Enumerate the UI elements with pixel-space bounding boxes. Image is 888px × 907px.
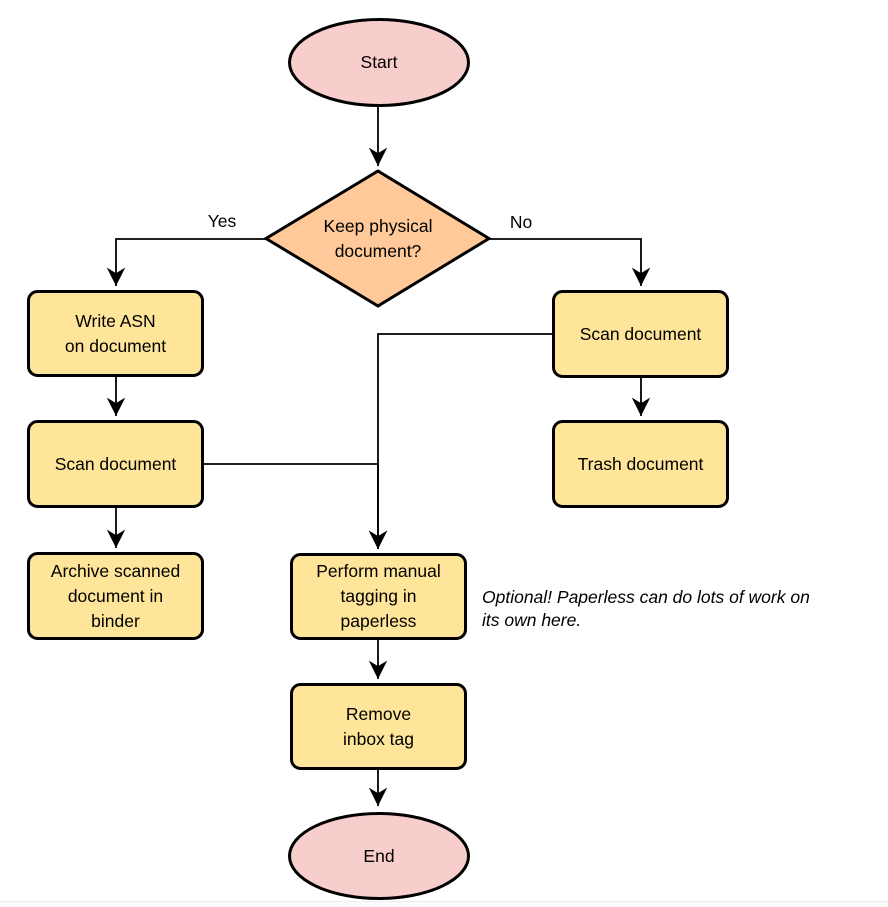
no-edge-label: No xyxy=(509,211,533,232)
decision-label: Keep physical document? xyxy=(323,215,433,261)
write-asn-label: Write ASN on document xyxy=(64,310,167,356)
scan-document-left-box xyxy=(27,420,204,508)
end-ellipse xyxy=(288,812,470,900)
scan-document-right-label: Scan document xyxy=(579,323,702,344)
end-label: End xyxy=(363,845,395,866)
optional-note: Optional! Paperless can do lots of work … xyxy=(482,587,810,630)
edge-scan-right-to-tagging xyxy=(368,333,553,549)
start-label: Start xyxy=(360,52,398,72)
edge-scan-left-to-tagging xyxy=(204,463,388,549)
scan-document-left-label: Scan document xyxy=(54,453,177,474)
decision-diamond xyxy=(263,169,492,308)
write-asn-box xyxy=(27,290,204,377)
tagging-box xyxy=(290,553,467,640)
archive-box xyxy=(27,552,204,640)
yes-edge-label: Yes xyxy=(207,210,237,231)
edge-decision-yes-to-write-asn xyxy=(106,238,266,286)
remove-inbox-tag-box xyxy=(290,683,467,770)
tagging-label: Perform manual tagging in paperless xyxy=(316,561,441,631)
start-ellipse xyxy=(288,18,470,107)
trash-document-box xyxy=(552,420,729,508)
bottom-edge-strip xyxy=(0,902,888,907)
bottom-edge-divider xyxy=(0,901,888,902)
scan-document-right-box xyxy=(552,290,729,378)
archive-label: Archive scanned document in binder xyxy=(50,560,181,631)
trash-document-label: Trash document xyxy=(577,453,704,474)
remove-inbox-tag-label: Remove inbox tag xyxy=(342,703,415,749)
edge-decision-no-to-scan-right xyxy=(489,238,651,286)
